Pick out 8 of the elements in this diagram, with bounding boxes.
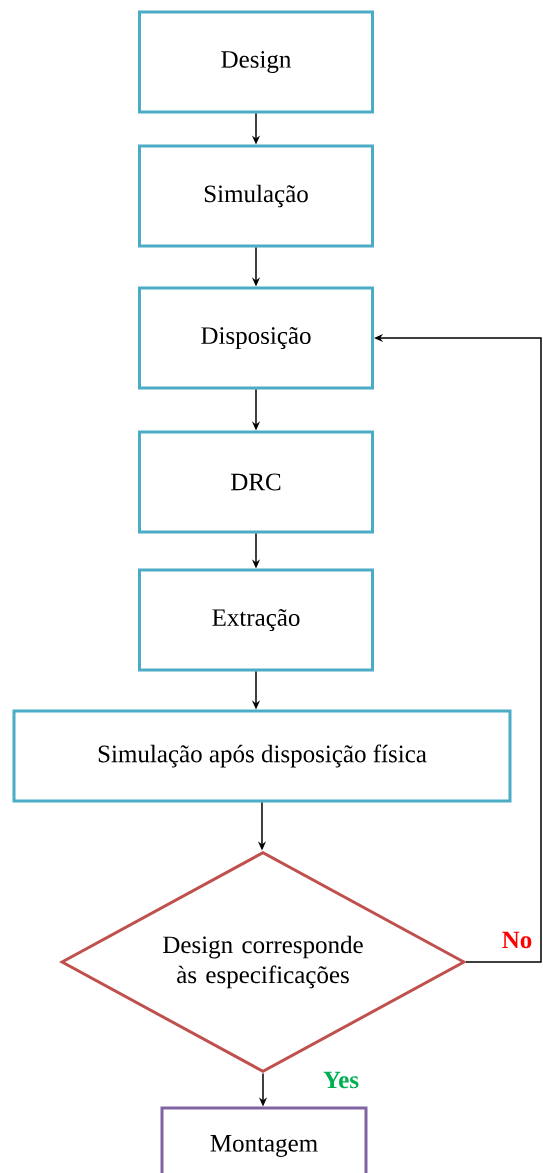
process-box: Montagem xyxy=(160,1106,368,1173)
process-box: Simulação após disposição física xyxy=(12,709,512,803)
process-box: Design xyxy=(138,10,374,114)
process-box: Disposição xyxy=(138,286,374,390)
process-box: DRC xyxy=(138,430,374,534)
edge-label: No xyxy=(500,930,534,950)
process-box: Simulação xyxy=(138,144,374,248)
process-box: Extração xyxy=(138,568,374,672)
